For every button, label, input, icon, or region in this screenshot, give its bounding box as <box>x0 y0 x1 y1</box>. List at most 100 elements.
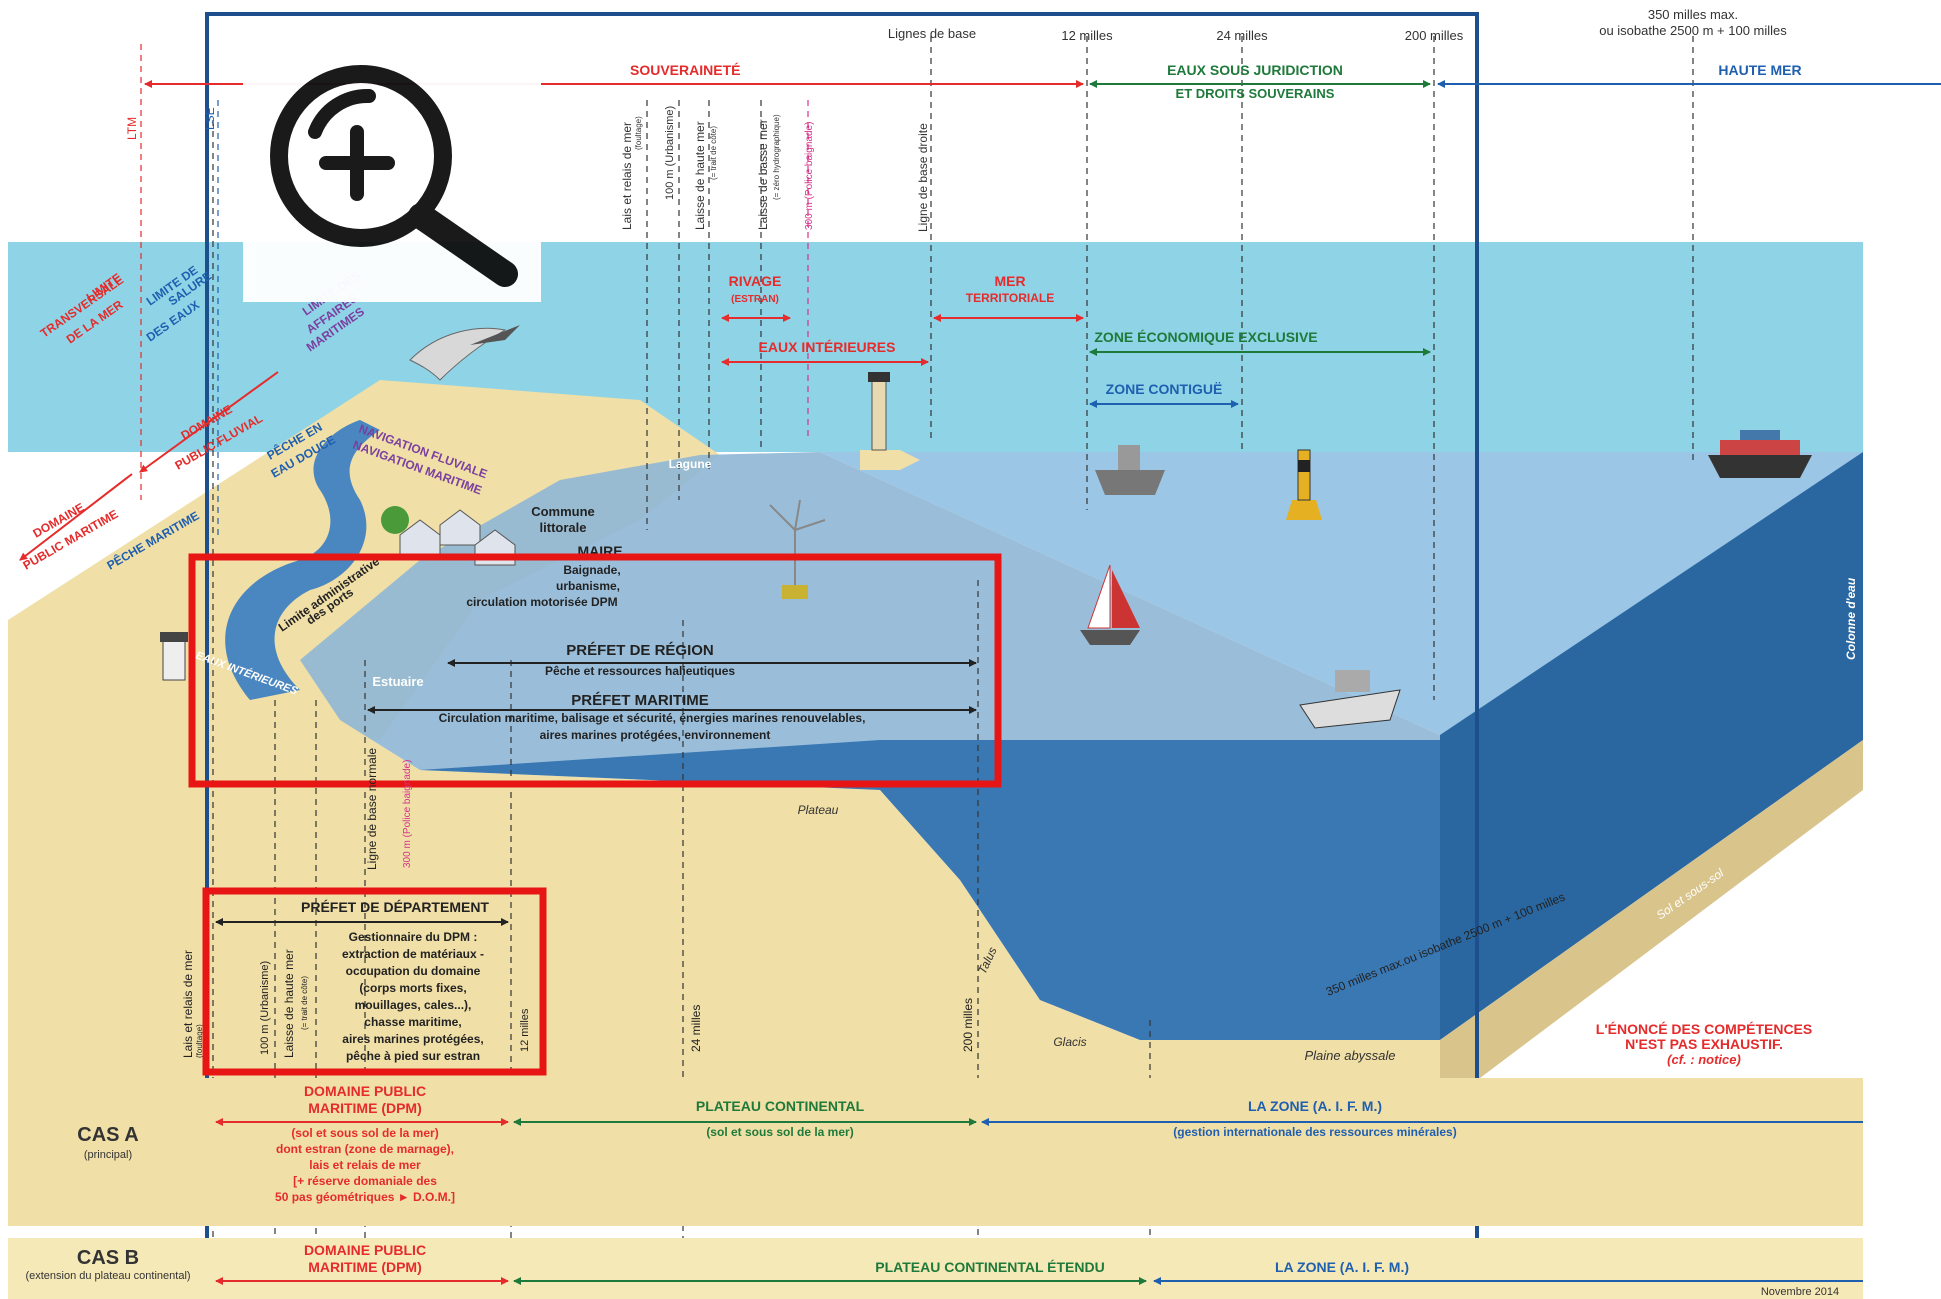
contigue-label: ZONE CONTIGUË <box>1106 381 1223 397</box>
notice-line-2: N'EST PAS EXHAUSTIF. <box>1625 1036 1783 1052</box>
prefet-region-sub: Pêche et ressources halieutiques <box>545 664 735 678</box>
buoy-icon <box>1286 449 1322 520</box>
cas-a-plateau: PLATEAU CONTINENTAL <box>696 1098 865 1114</box>
juridiction-label-a: EAUX SOUS JURIDICTION <box>1167 62 1343 78</box>
cas-b-title: CAS B <box>77 1247 139 1269</box>
prefet-departement-label: PRÉFET DE DÉPARTEMENT <box>301 899 489 915</box>
cas-a-dpm-line-4: [+ réserve domaniale des <box>293 1174 437 1188</box>
lv-lhm-sub: (= trait de côte) <box>300 976 309 1030</box>
rivage-label: RIVAGE <box>729 273 782 289</box>
lagune-label: Lagune <box>669 457 712 471</box>
seagull-icon <box>409 325 520 381</box>
v-300m: 300 m (Police baignade) <box>804 122 815 230</box>
lighthouse-icon <box>860 372 920 470</box>
zee-label: ZONE ÉCONOMIQUE EXCLUSIVE <box>1094 329 1317 345</box>
estran-label: (ESTRAN) <box>731 294 779 305</box>
cas-a-dpm-lines: (sol et sous sol de la mer) dont estran … <box>275 1126 455 1204</box>
top-200-milles: 200 milles <box>1405 28 1464 43</box>
prefet-region-label: PRÉFET DE RÉGION <box>566 642 714 659</box>
fishing-boat-icon <box>1299 670 1401 729</box>
sailboat-icon <box>1080 564 1140 645</box>
lv-300m: 300 m (Police baignade) <box>402 760 413 868</box>
notice-box <box>1572 1014 1837 1077</box>
v-lbm: Laisse de basse mer <box>756 119 770 230</box>
highlight-box-departement <box>202 887 547 1076</box>
lv-lhm: Laisse de haute mer <box>282 949 296 1058</box>
top-350-milles: 350 milles max. <box>1648 7 1738 22</box>
souverainete-label: SOUVERAINETÉ <box>630 62 740 78</box>
lv-24m: 24 milles <box>689 1005 703 1052</box>
lv-lais-sub: (foultage) <box>195 1024 204 1058</box>
dep-line-5: mouillages, cales...), <box>355 998 472 1012</box>
cas-a-dpm-1: DOMAINE PUBLIC <box>304 1083 426 1099</box>
frame-border <box>205 12 1479 1299</box>
wind-turbine-icon <box>769 499 826 599</box>
cas-a-plateau-sub: (sol et sous sol de la mer) <box>706 1125 853 1139</box>
prefet-departement-lines: Gestionnaire du DPM : extraction de maté… <box>342 930 484 1063</box>
highlight-box-prefets <box>188 553 1002 788</box>
mer-terr-label-a: MER <box>994 273 1025 289</box>
dep-line-3: occupation du domaine <box>346 964 481 978</box>
water-column-side <box>1440 452 1863 1040</box>
cas-a-dpm-line-5: 50 pas géométriques ► D.O.M.] <box>275 1190 455 1204</box>
haute-mer-label: HAUTE MER <box>1718 62 1801 78</box>
dep-line-6: chasse maritime, <box>364 1015 461 1029</box>
lv-12m: 12 milles <box>519 1008 531 1052</box>
cas-a-zone: LA ZONE (A. I. F. M.) <box>1248 1098 1382 1114</box>
lower-land <box>8 660 1440 1078</box>
deep-sea <box>420 740 1440 1040</box>
mer-terr-label-b: TERRITORIALE <box>966 291 1054 305</box>
ltm-label: LTM <box>125 117 139 140</box>
lv-200m: 200 milles <box>961 998 975 1052</box>
notice-line-3: (cf. : notice) <box>1667 1052 1741 1067</box>
ship-patrol-icon <box>1095 445 1165 495</box>
cas-b-sub: (extension du plateau continental) <box>25 1270 190 1282</box>
lv-lbn: Ligne de base normale <box>365 748 379 870</box>
commune-label-b: littorale <box>540 520 587 535</box>
commune-label-a: Commune <box>531 504 595 519</box>
v-lhm: Laisse de haute mer <box>693 121 707 230</box>
cas-a-dpm-line-1: (sol et sous sol de la mer) <box>291 1126 438 1140</box>
cas-a-title: CAS A <box>77 1124 138 1146</box>
prefet-maritime-sub1: Circulation maritime, balisage et sécuri… <box>439 711 866 725</box>
lse-label: LSE <box>203 107 217 130</box>
dep-line-4: (corps morts fixes, <box>359 981 466 995</box>
dep-line-8: pêche à pied sur estran <box>346 1049 480 1063</box>
seabed-right <box>1440 740 1863 1078</box>
dep-line-2: extraction de matériaux - <box>342 947 484 961</box>
container-ship-icon <box>1708 430 1812 478</box>
cas-a-dpm-line-2: dont estran (zone de marnage), <box>276 1142 454 1156</box>
top-24-milles: 24 milles <box>1216 28 1268 43</box>
date-label: Novembre 2014 <box>1761 1286 1839 1298</box>
notice-line-1: L'ÉNONCÉ DES COMPÉTENCES <box>1596 1021 1812 1037</box>
cas-b-plateau: PLATEAU CONTINENTAL ÉTENDU <box>875 1259 1104 1275</box>
v-lbm-sub: (= zéro hydrographique) <box>772 114 781 200</box>
cas-b-dpm-1: DOMAINE PUBLIC <box>304 1242 426 1258</box>
coastal-waters <box>300 452 1440 780</box>
zoom-in-button[interactable] <box>243 44 541 302</box>
maritime-arrow <box>19 473 133 561</box>
top-12-milles: 12 milles <box>1061 28 1113 43</box>
cas-a-sub: (principal) <box>84 1149 132 1161</box>
v-lais-sub: (foultage) <box>634 116 643 150</box>
v-100m: 100 m (Urbanisme) <box>664 106 676 200</box>
v-lais: Lais et relais de mer <box>620 122 634 230</box>
v-lbd: Ligne de base droite <box>916 123 930 232</box>
cas-b-dpm-2: MARITIME (DPM) <box>308 1259 422 1275</box>
v-lhm-sub: (= trait de côte) <box>709 126 718 180</box>
cas-a-band <box>8 1078 1863 1226</box>
maire-line-2: urbanisme, <box>556 579 620 593</box>
fluvial-arrow <box>139 371 279 473</box>
maire-line-3: circulation motorisée DPM <box>466 595 617 609</box>
prefet-maritime-label: PRÉFET MARITIME <box>571 692 709 709</box>
colonne-label: Colonne d'eau <box>1844 577 1858 660</box>
lv-lais: Lais et relais de mer <box>181 950 195 1058</box>
cas-b-band <box>8 1238 1863 1299</box>
cas-a-dpm-line-3: lais et relais de mer <box>309 1158 421 1172</box>
juridiction-label-b: ET DROITS SOUVERAINS <box>1176 86 1335 101</box>
lv-100m: 100 m (Urbanisme) <box>259 961 271 1055</box>
cas-a-zone-sub: (gestion internationale des ressources m… <box>1173 1125 1456 1139</box>
dep-line-7: aires marines protégées, <box>342 1032 483 1046</box>
zoom-in-icon <box>270 65 518 287</box>
plaine-label: Plaine abyssale <box>1304 1048 1395 1063</box>
